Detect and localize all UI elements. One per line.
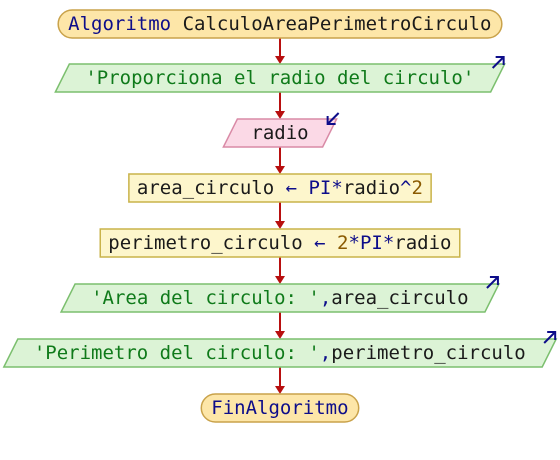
label-token: 2 bbox=[337, 232, 348, 254]
input-arrow-icon bbox=[326, 112, 340, 125]
process-shape bbox=[128, 173, 432, 203]
node-out3: 'Perimetro del circulo: ',perimetro_circ… bbox=[2, 331, 558, 368]
label-token: FinAlgoritmo bbox=[211, 397, 348, 419]
output-shape bbox=[54, 63, 506, 93]
label-token: , bbox=[320, 342, 331, 364]
terminal-shape bbox=[200, 393, 360, 423]
output-shape bbox=[2, 338, 558, 368]
node-in1: radio bbox=[222, 112, 340, 148]
label-token: radio bbox=[343, 177, 400, 199]
label-token: * bbox=[383, 232, 394, 254]
node-end: FinAlgoritmo bbox=[200, 393, 360, 423]
label-token: ^ bbox=[400, 177, 411, 199]
flowchart-edges bbox=[275, 38, 285, 394]
flow-arrow bbox=[275, 367, 285, 394]
label-token: ← bbox=[314, 232, 337, 254]
label-token: * bbox=[331, 177, 342, 199]
label-token: , bbox=[320, 287, 331, 309]
flow-arrow bbox=[275, 312, 285, 339]
node-out1: 'Proporciona el radio del circulo' bbox=[54, 56, 506, 93]
terminal-shape bbox=[57, 9, 503, 39]
flow-arrow bbox=[275, 38, 285, 64]
output-arrow-icon bbox=[486, 276, 499, 289]
label-token: radio bbox=[394, 232, 451, 254]
node-label: radio bbox=[251, 122, 308, 144]
label-token: 'Perimetro del circulo: ' bbox=[34, 342, 320, 364]
label-token: area_circulo bbox=[331, 287, 468, 309]
node-label: FinAlgoritmo bbox=[211, 397, 348, 419]
node-assign2: perimetro_circulo ← 2*PI*radio bbox=[99, 228, 461, 258]
output-shape bbox=[59, 283, 501, 313]
flow-arrow bbox=[275, 202, 285, 229]
node-label: 'Area del circulo: ',area_circulo bbox=[91, 287, 469, 309]
input-shape bbox=[222, 118, 338, 148]
node-label: area_circulo ← PI*radio^2 bbox=[137, 177, 423, 199]
process-shape bbox=[99, 228, 461, 258]
node-label: Algoritmo CalculoAreaPerimetroCirculo bbox=[68, 13, 491, 35]
label-token: ← bbox=[286, 177, 309, 199]
label-token: * bbox=[349, 232, 360, 254]
label-token: perimetro_circulo bbox=[108, 232, 314, 254]
label-token: 'Area del circulo: ' bbox=[91, 287, 320, 309]
node-out2: 'Area del circulo: ',area_circulo bbox=[59, 276, 501, 313]
node-label: 'Proporciona el radio del circulo' bbox=[85, 67, 474, 89]
label-token: radio bbox=[251, 122, 308, 144]
output-arrow-icon bbox=[543, 331, 557, 344]
label-token: perimetro_circulo bbox=[331, 342, 525, 364]
node-assign1: area_circulo ← PI*radio^2 bbox=[128, 173, 432, 203]
label-token: CalculoAreaPerimetroCirculo bbox=[183, 13, 492, 35]
output-arrow-icon bbox=[491, 56, 505, 69]
label-token: 'Proporciona el radio del circulo' bbox=[85, 67, 474, 89]
flow-arrow bbox=[275, 257, 285, 284]
node-label: perimetro_circulo ← 2*PI*radio bbox=[108, 232, 451, 254]
node-label: 'Perimetro del circulo: ',perimetro_circ… bbox=[34, 342, 526, 364]
label-token: PI bbox=[360, 232, 383, 254]
label-token: area_circulo bbox=[137, 177, 286, 199]
flow-arrow bbox=[275, 92, 285, 119]
node-start: Algoritmo CalculoAreaPerimetroCirculo bbox=[57, 9, 503, 39]
flowchart-nodes: Algoritmo CalculoAreaPerimetroCirculo 'Pr… bbox=[2, 9, 558, 423]
flow-arrow bbox=[275, 147, 285, 174]
label-token: PI bbox=[308, 177, 331, 199]
label-token: Algoritmo bbox=[68, 13, 182, 35]
label-token: 2 bbox=[411, 177, 422, 199]
